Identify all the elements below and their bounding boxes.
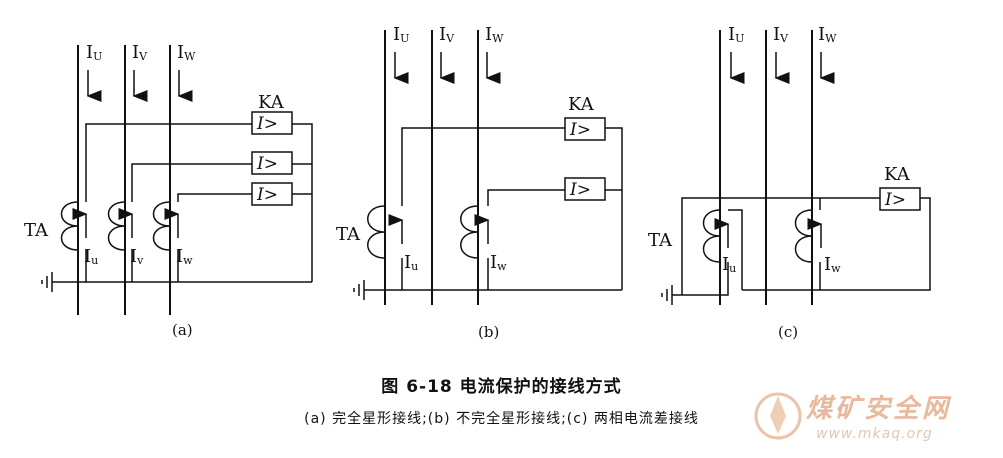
secondary-label-w: Iw: [490, 252, 507, 273]
ct-coil: [107, 201, 126, 251]
figure-caption-subtitle: (a) 完全星形接线;(b) 不完全星形接线;(c) 两相电流差接线: [304, 411, 699, 427]
watermark-text: 煤矿安全网: [806, 394, 952, 424]
watermark-url: www.mkaq.org: [816, 426, 933, 442]
ct-label: TA: [24, 220, 49, 241]
wire: [681, 197, 880, 295]
ground-icon: [41, 272, 53, 292]
ct-label: TA: [648, 230, 673, 251]
diagram-a-full-star: IU IV IW KA I> I> I> Iu Iv Iw TA: [24, 42, 313, 339]
relay-symbol: I>: [569, 180, 591, 200]
wire: [85, 123, 252, 202]
wire: [487, 189, 565, 206]
secondary-label-w: Iw: [824, 254, 841, 275]
relay-symbol: I>: [884, 190, 906, 210]
phase-label-w: IW: [177, 42, 196, 63]
phase-label-v: IV: [439, 24, 455, 45]
diagram-b-partial-star: IU IV IW KA I> I> Iu Iw TA (b): [336, 24, 623, 341]
ct-coil: [367, 205, 386, 259]
ct-coil: [702, 209, 721, 263]
watermark: 煤矿安全网 www.mkaq.org: [752, 386, 997, 452]
subfigure-label-a: (a): [172, 321, 193, 339]
relay-box: [251, 151, 293, 175]
wire: [131, 163, 252, 202]
relay-box: [879, 187, 921, 211]
diagram-c-two-phase-difference: IU IV IW KA I> Iu Iw TA (c): [648, 24, 931, 341]
secondary-label-u: Iu: [404, 252, 418, 273]
wire: [605, 127, 623, 290]
relay-box: [564, 117, 606, 141]
wire: [177, 193, 252, 202]
figure-caption-title: 图 6-18 电流保护的接线方式: [381, 377, 622, 397]
wire: [728, 209, 743, 290]
phase-label-u: IU: [393, 24, 409, 45]
phase-label-v: IV: [132, 42, 148, 63]
watermark-logo-icon: [754, 392, 802, 440]
phase-label-u: IU: [728, 24, 744, 45]
subfigure-label-c: (c): [778, 323, 798, 341]
phase-label-u: IU: [86, 42, 102, 63]
relay-symbol: I>: [256, 185, 278, 205]
relay-box: [564, 177, 606, 201]
ground-icon: [661, 285, 673, 305]
wiring-diagrams: IU IV IW KA I> I> I> Iu Iv Iw TA: [24, 24, 931, 341]
ct-label: TA: [336, 224, 361, 245]
relay-label: KA: [258, 92, 285, 113]
relay-symbol: I>: [256, 114, 278, 134]
relay-symbol: I>: [256, 154, 278, 174]
ct-coil: [794, 209, 813, 263]
secondary-label-v: Iv: [130, 246, 144, 267]
phase-label-w: IW: [818, 24, 837, 45]
relay-box: [251, 111, 293, 135]
ct-coil: [60, 201, 79, 251]
secondary-label-u: Iu: [84, 246, 98, 267]
ground-icon: [353, 280, 365, 300]
phase-label-v: IV: [773, 24, 789, 45]
ct-coil: [460, 205, 479, 259]
subfigure-label-b: (b): [478, 323, 499, 341]
relay-label: KA: [568, 94, 595, 115]
wire: [401, 127, 565, 206]
phase-label-w: IW: [485, 24, 504, 45]
secondary-label-w: Iw: [176, 246, 193, 267]
wire: [85, 250, 312, 283]
secondary-label-u: Iu: [722, 254, 736, 275]
wire: [292, 123, 313, 282]
wire: [682, 262, 729, 296]
wire: [401, 258, 622, 291]
wire: [820, 197, 931, 291]
relay-label: KA: [884, 164, 911, 185]
relay-symbol: I>: [569, 120, 591, 140]
ct-coil: [152, 201, 171, 251]
